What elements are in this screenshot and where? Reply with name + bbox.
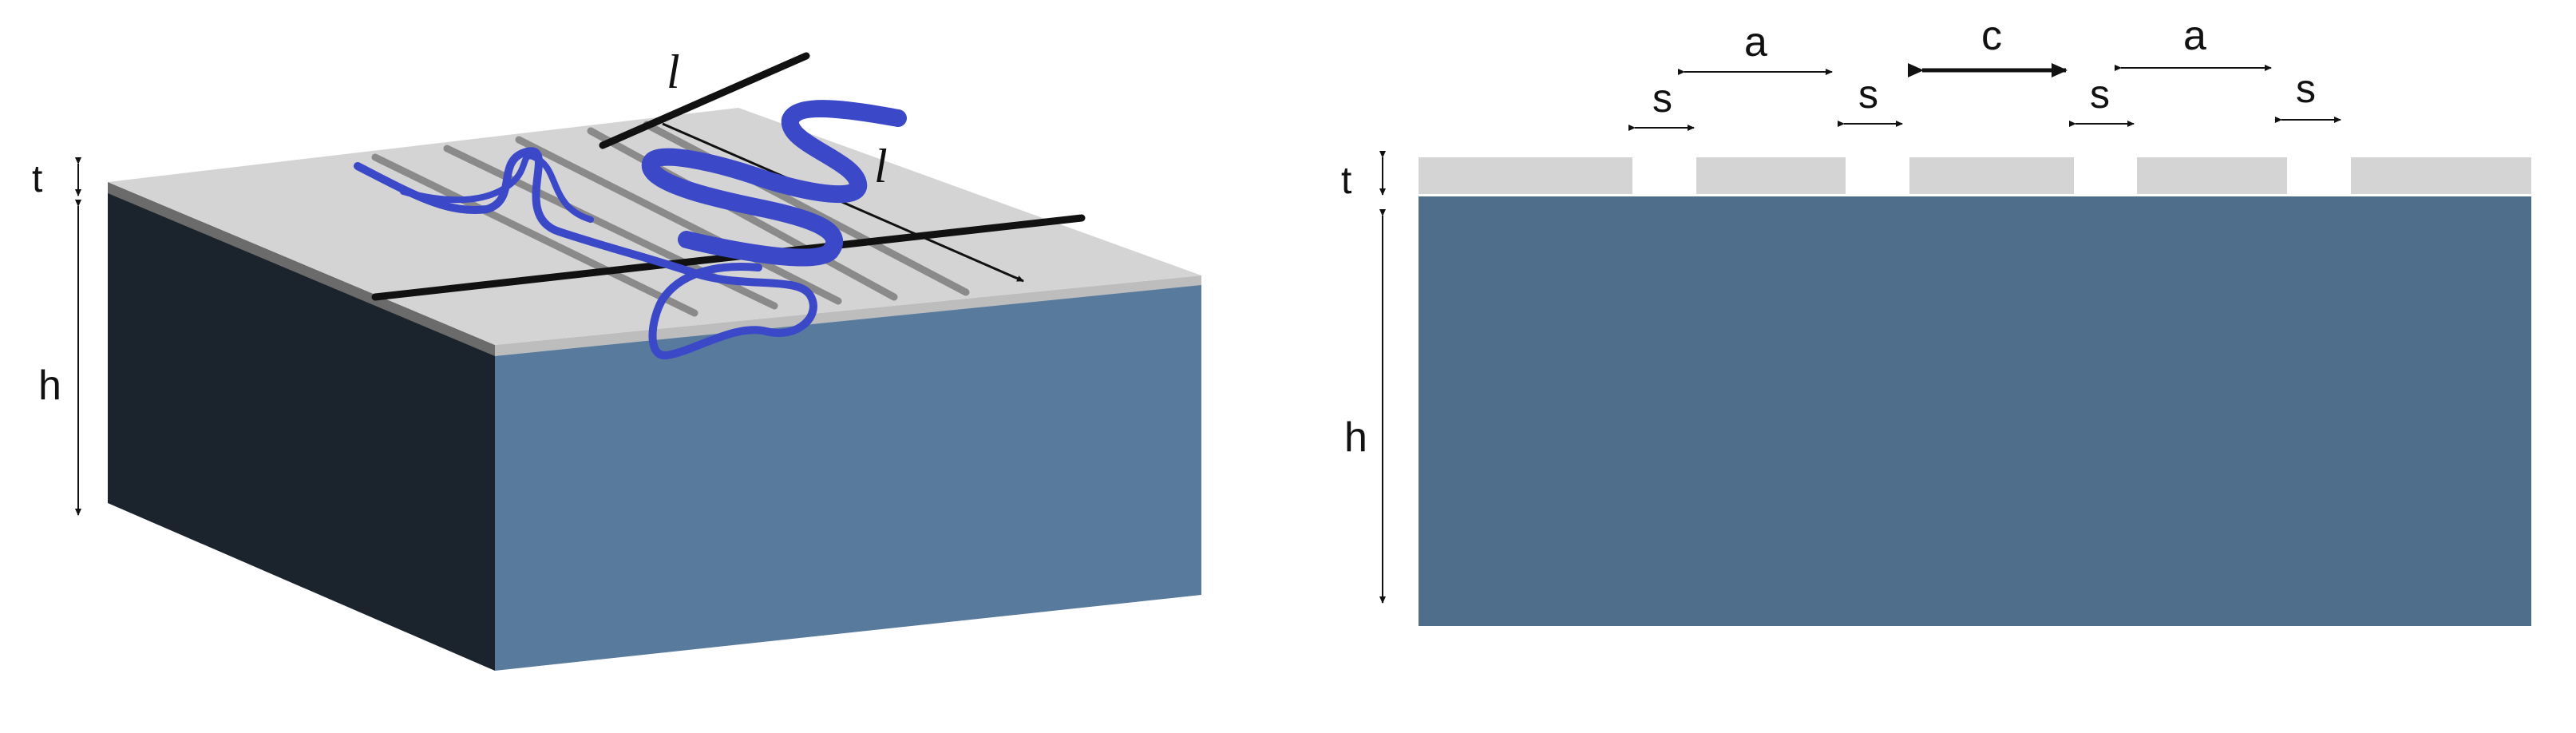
cross-section-line-top [599, 52, 810, 149]
label-s-1: s [1652, 76, 1672, 121]
slot-4 [587, 127, 898, 301]
scribble-right [642, 100, 907, 267]
label-a-left: a [1744, 19, 1767, 65]
scribble-left-2 [400, 153, 594, 223]
metal-side-edge [108, 182, 495, 356]
metal-front-edge [495, 275, 1201, 356]
substrate-side-face [108, 192, 495, 671]
substrate-front-face [495, 283, 1201, 671]
label-l-side: l [874, 140, 888, 192]
substrate-cross-section [1419, 196, 2531, 626]
ground-plane-right [2351, 157, 2531, 194]
signal-strip-left [1696, 157, 1846, 194]
label-s-3: s [2090, 72, 2110, 117]
label-t-right: t [1341, 160, 1351, 202]
label-h-left: h [38, 363, 61, 409]
metal-top-surface [108, 108, 1201, 345]
label-l-top: l [667, 46, 680, 98]
substrate-3d: t h l l [32, 46, 1201, 671]
label-h-right: h [1344, 414, 1367, 461]
label-s-4: s [2296, 66, 2316, 111]
cross-section-2d: t h a a c s s s s [1341, 13, 2531, 626]
scribble-annotations [354, 100, 907, 359]
center-conductor [1909, 157, 2074, 194]
slot-3 [515, 136, 842, 305]
label-s-2: s [1858, 72, 1878, 117]
label-c: c [1981, 13, 2002, 59]
metal-strips [1419, 157, 2531, 194]
signal-strip-right [2137, 157, 2287, 194]
label-a-right: a [2183, 13, 2206, 59]
ground-plane-left [1419, 157, 1632, 194]
label-t-left: t [32, 158, 42, 200]
slot-1 [371, 153, 698, 317]
